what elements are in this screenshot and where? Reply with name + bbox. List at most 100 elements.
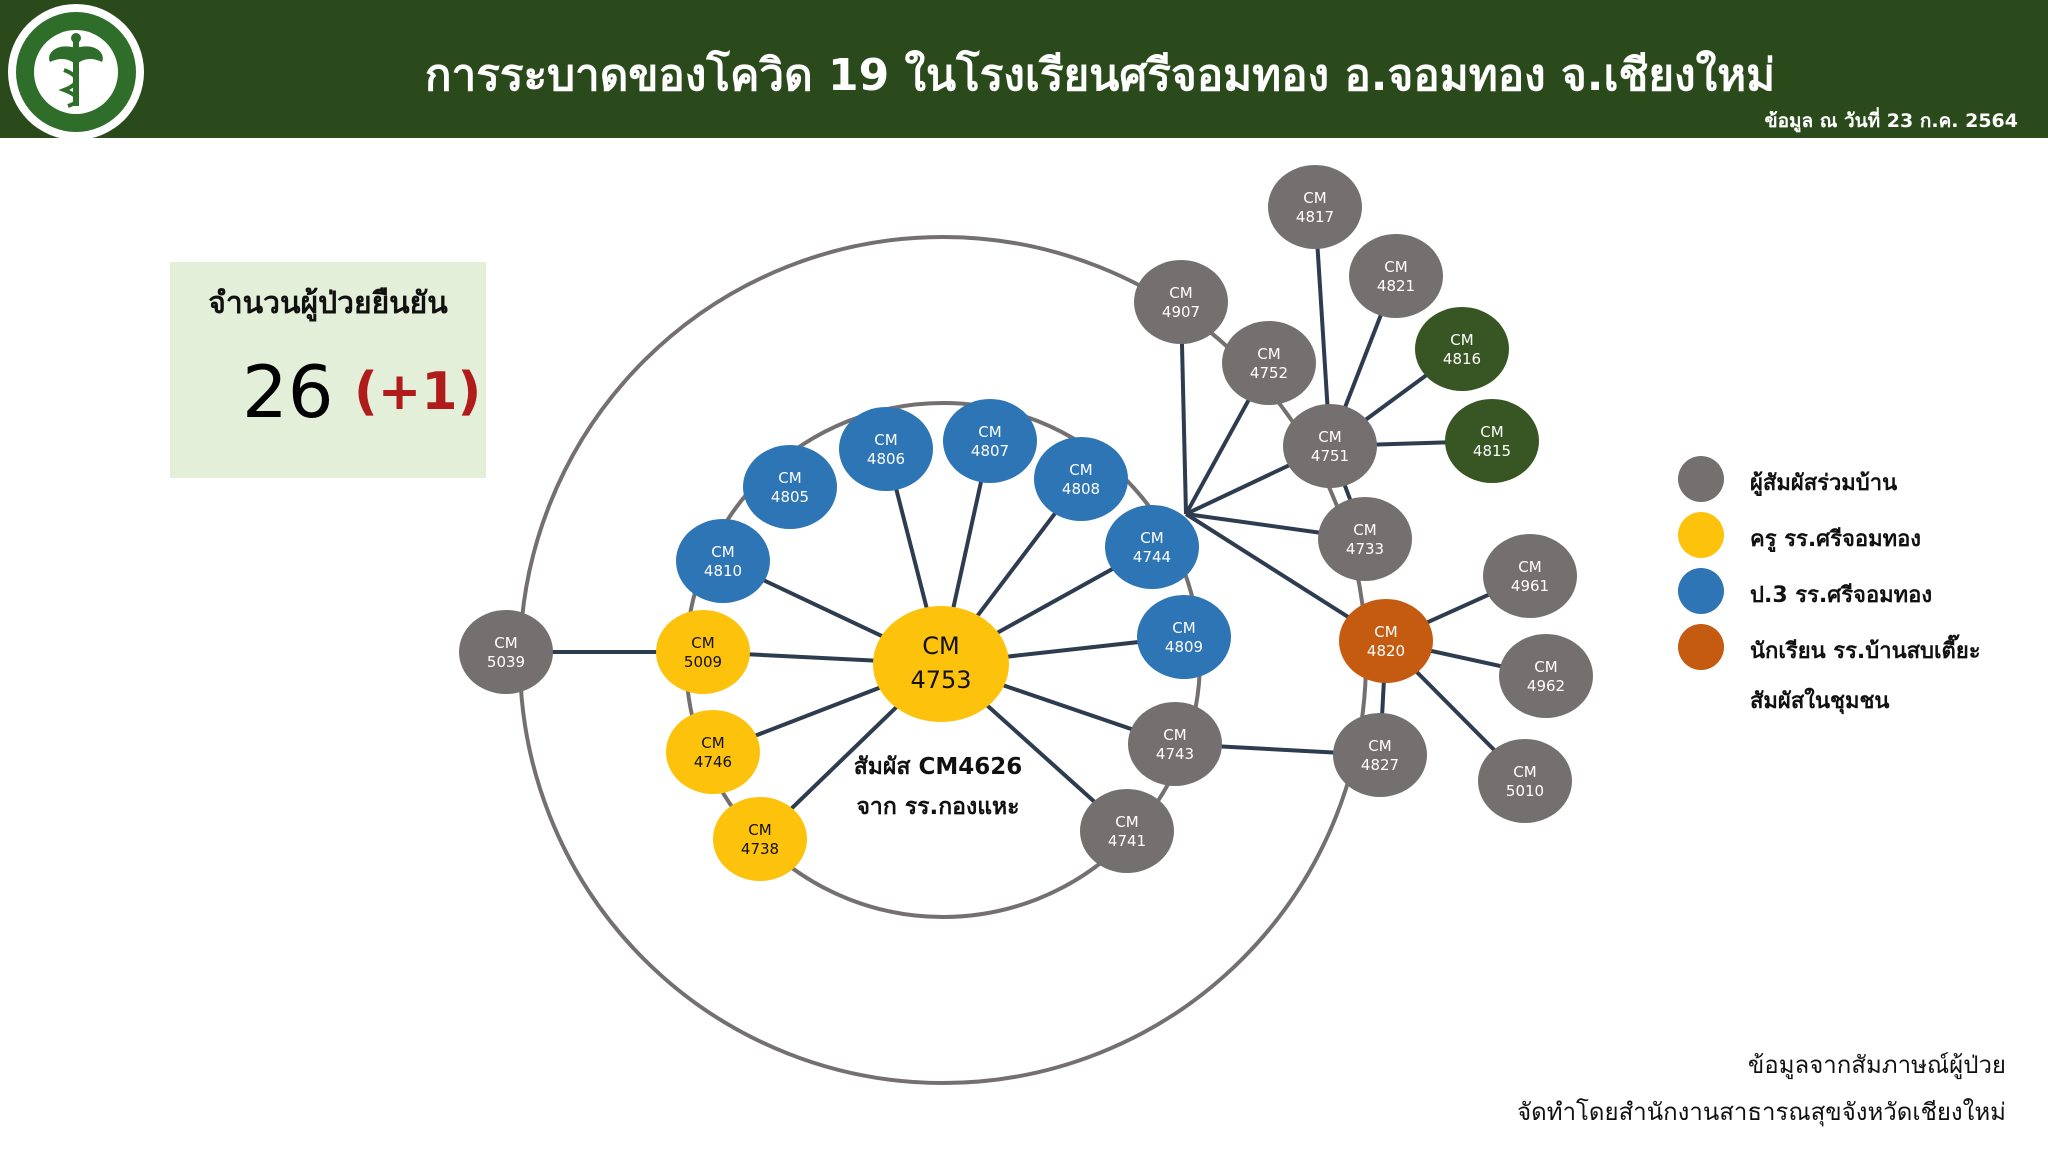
case-node-id: 4746	[694, 753, 732, 771]
case-node-prefix: CM	[691, 634, 714, 652]
case-node-circle	[656, 610, 750, 694]
case-node-circle	[1105, 505, 1199, 589]
case-node-id: 4743	[1156, 745, 1194, 763]
case-node-id: 4817	[1296, 208, 1334, 226]
case-node-prefix: CM	[978, 423, 1001, 441]
case-node-id: 4805	[771, 488, 809, 506]
case-node-circle	[459, 610, 553, 694]
case-node-id: 4815	[1473, 442, 1511, 460]
legend-teacher-dot	[1678, 512, 1724, 558]
case-node-circle	[666, 710, 760, 794]
case-node-id: 4753	[910, 666, 971, 694]
case-node-circle	[1080, 789, 1174, 873]
confirmed-count-delta: (+1)	[354, 362, 482, 422]
case-node-id: 4744	[1133, 548, 1171, 566]
case-node-id: 4820	[1367, 642, 1405, 660]
case-node-prefix: CM	[1318, 428, 1341, 446]
case-node-circle	[1318, 497, 1412, 581]
case-node-prefix: CM	[1140, 529, 1163, 547]
case-node-circle	[1034, 437, 1128, 521]
case-node-id: 4810	[704, 562, 742, 580]
case-node-id: 4821	[1377, 277, 1415, 295]
case-node-4753: CM 4753	[873, 606, 1009, 722]
case-node-id: 4809	[1165, 638, 1203, 656]
case-node-circle	[1137, 595, 1231, 679]
legend-student-p3-label: ป.3 รร.ศรีจอมทอง	[1750, 583, 1933, 608]
case-node-circle	[713, 797, 807, 881]
case-node-prefix: CM	[1353, 521, 1376, 539]
case-node-circle	[1333, 713, 1427, 797]
case-node-circle	[839, 407, 933, 491]
case-node-circle	[1478, 739, 1572, 823]
case-node-prefix: CM	[922, 632, 959, 660]
case-node-id: 4827	[1361, 756, 1399, 774]
confirmed-count-label: จำนวนผู้ป่วยยืนยัน	[208, 286, 448, 321]
case-node-prefix: CM	[1384, 258, 1407, 276]
case-node-prefix: CM	[778, 469, 801, 487]
source-note-line1: สัมผัส CM4626	[854, 754, 1023, 780]
confirmed-count-value: 26	[242, 350, 334, 434]
case-node-id: 4808	[1062, 480, 1100, 498]
case-node-circle	[743, 445, 837, 529]
case-node-id: 4806	[867, 450, 905, 468]
case-node-prefix: CM	[494, 634, 517, 652]
case-node-id: 5039	[487, 653, 525, 671]
case-node-circle	[1128, 702, 1222, 786]
case-node-prefix: CM	[874, 431, 897, 449]
case-node-prefix: CM	[711, 543, 734, 561]
case-node-prefix: CM	[1518, 558, 1541, 576]
header-banner: การระบาดของโควิด 19 ในโรงเรียนศรีจอมทอง …	[0, 0, 2048, 140]
case-node-id: 4962	[1527, 677, 1565, 695]
page-title: การระบาดของโควิด 19 ในโรงเรียนศรีจอมทอง …	[424, 50, 1776, 101]
legend-household-label: ผู้สัมผัสร่วมบ้าน	[1750, 471, 1898, 496]
case-node-prefix: CM	[1374, 623, 1397, 641]
confirmed-count-panel: จำนวนผู้ป่วยยืนยัน 26 (+1)	[170, 262, 486, 478]
case-node-id: 5010	[1506, 782, 1544, 800]
legend-student-p3-dot	[1678, 568, 1724, 614]
case-node-prefix: CM	[1069, 461, 1092, 479]
case-node-id: 4907	[1162, 303, 1200, 321]
case-node-circle	[1483, 534, 1577, 618]
case-node-circle	[1268, 165, 1362, 249]
case-node-prefix: CM	[1257, 345, 1280, 363]
case-node-id: 4816	[1443, 350, 1481, 368]
case-node-circle	[1349, 234, 1443, 318]
case-node-id: 4961	[1511, 577, 1549, 595]
case-node-circle	[1222, 321, 1316, 405]
case-node-prefix: CM	[1368, 737, 1391, 755]
case-node-prefix: CM	[748, 821, 771, 839]
case-node-circle	[1445, 399, 1539, 483]
case-node-prefix: CM	[701, 734, 724, 752]
footer-source: ข้อมูลจากสัมภาษณ์ผู้ป่วย	[1747, 1051, 2006, 1079]
case-node-id: 4751	[1311, 447, 1349, 465]
case-node-id: 4807	[971, 442, 1009, 460]
case-node-circle	[943, 399, 1037, 483]
footer-credit: จัดทำโดยสำนักงานสาธารณสุขจังหวัดเชียงใหม…	[1517, 1098, 2006, 1126]
nodes-layer: CM4753CM5009CM4746CM4738CM4810CM4805CM48…	[459, 165, 1593, 881]
data-date: ข้อมูล ณ วันที่ 23 ก.ค. 2564	[1764, 110, 2018, 132]
case-node-circle	[1134, 260, 1228, 344]
case-node-circle	[1415, 307, 1509, 391]
case-node-prefix: CM	[1115, 813, 1138, 831]
case-node-id: 4733	[1346, 540, 1384, 558]
case-node-id: 4741	[1108, 832, 1146, 850]
